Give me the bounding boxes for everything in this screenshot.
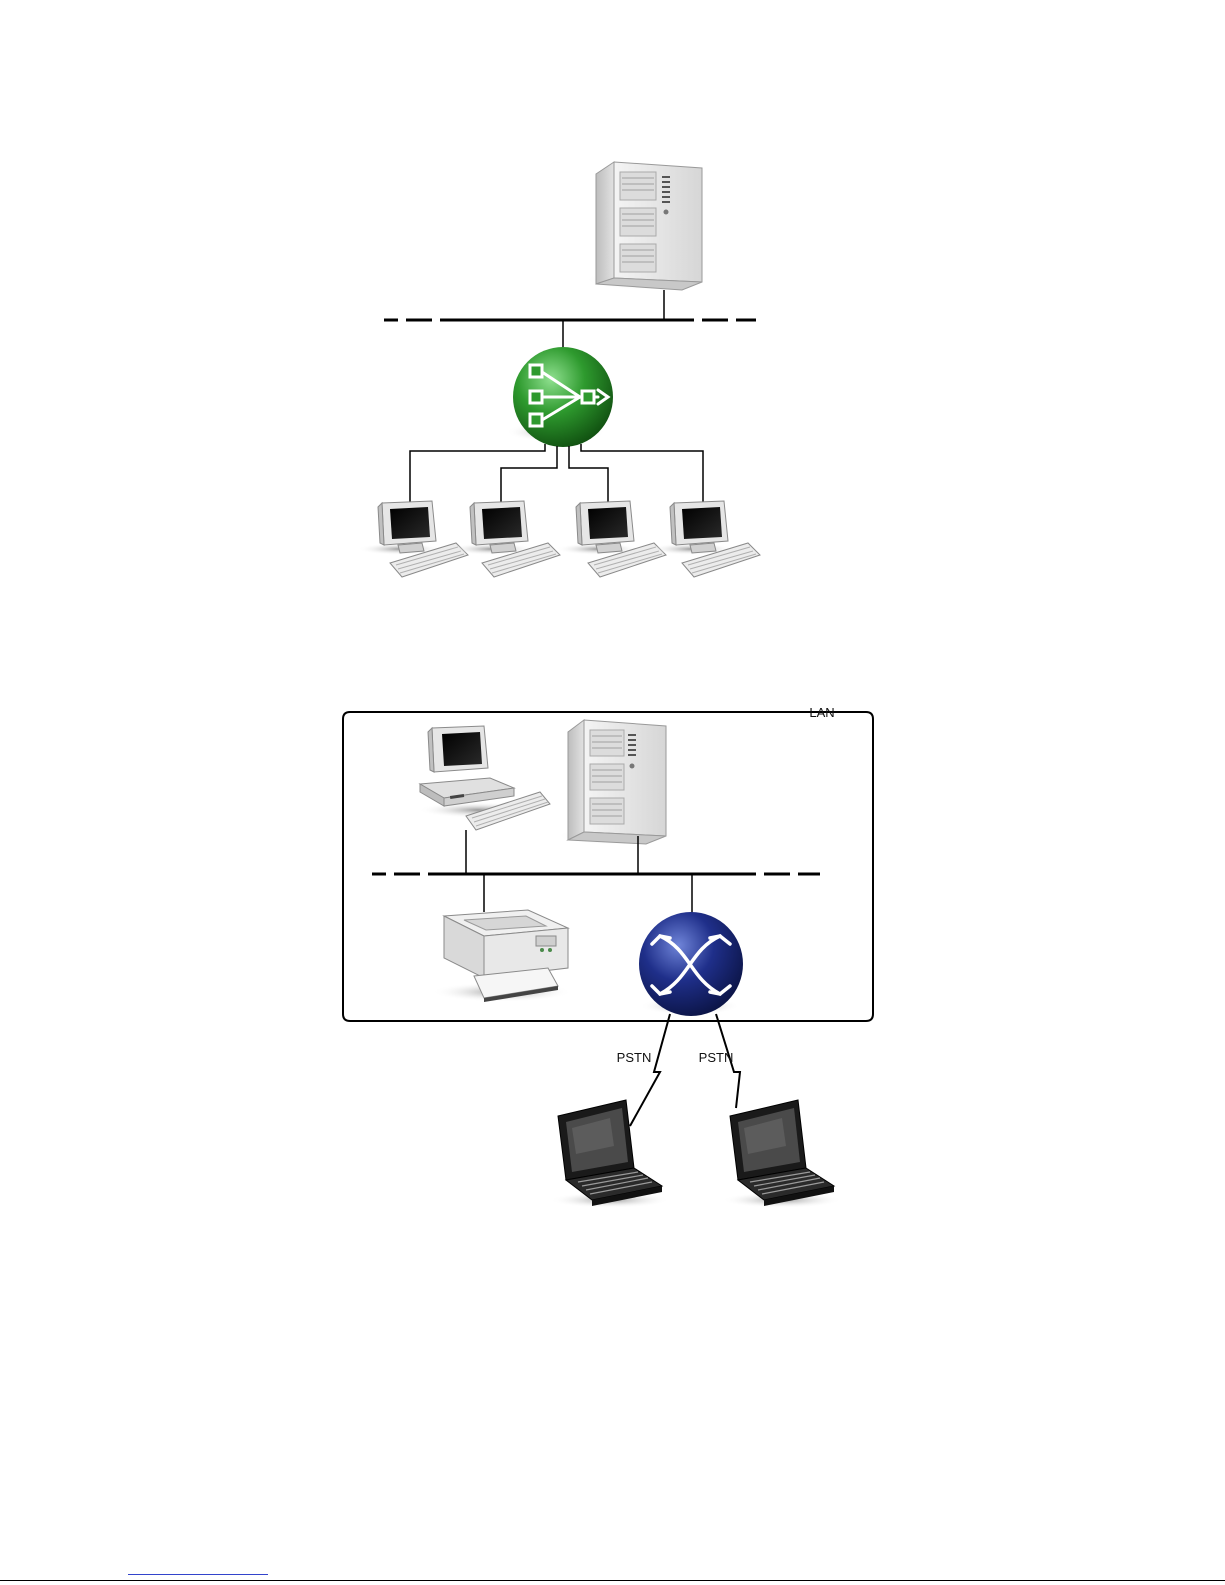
hub-links [410, 444, 703, 505]
pstn-link-left [630, 1014, 670, 1126]
diagram-2: LAN [343, 705, 873, 1208]
footer-link-underline [128, 1574, 268, 1575]
router-icon [639, 912, 743, 1016]
network-hub-icon [506, 347, 613, 447]
lan-label: LAN [809, 705, 834, 720]
server-tower-icon [586, 162, 706, 290]
workstation-icon [556, 501, 666, 577]
laser-printer-icon [432, 910, 572, 1002]
footer-rule [0, 1580, 1225, 1581]
server-tower-icon [558, 720, 674, 845]
diagram-1 [358, 162, 760, 577]
pstn-label-left: PSTN [617, 1050, 652, 1065]
desktop-pc-icon [418, 726, 550, 830]
laptop-icon [722, 1100, 842, 1208]
workstation-icon [358, 501, 468, 577]
laptop-icon [550, 1100, 670, 1208]
pstn-label-right: PSTN [699, 1050, 734, 1065]
workstation-icon [450, 501, 560, 577]
workstation-icon [650, 501, 760, 577]
